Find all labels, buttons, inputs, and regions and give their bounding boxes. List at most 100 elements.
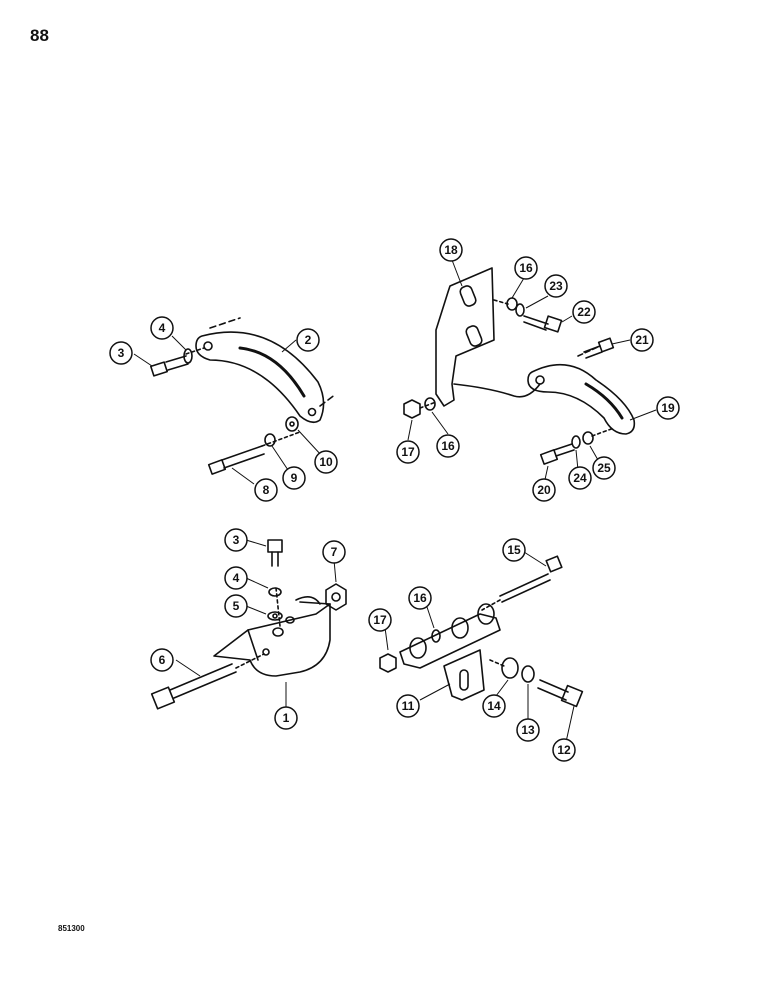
callout-number: 23: [549, 279, 563, 293]
callout-circle: [368, 608, 392, 632]
callout-circle: [516, 718, 540, 742]
bolt-vertical-ubracket: [267, 539, 283, 621]
callout-number: 15: [507, 543, 521, 557]
bolt-right-strap-lower: [539, 427, 615, 465]
callout-2: 2: [296, 328, 320, 352]
callout-5: 5: [224, 594, 248, 618]
callout-circle: [408, 586, 432, 610]
callout-4: 4: [150, 316, 174, 340]
callout-circle: [502, 538, 526, 562]
callout-number: 20: [537, 483, 551, 497]
callout-circle: [224, 528, 248, 552]
callout-12: 12: [552, 738, 576, 762]
callout-circle: [109, 341, 133, 365]
callout-circle: [552, 738, 576, 762]
callout-4: 4: [224, 566, 248, 590]
callout-17: 17: [396, 440, 420, 464]
callout-14: 14: [482, 694, 506, 718]
callout-number: 2: [305, 333, 312, 347]
u-bracket-part: [213, 587, 331, 677]
callout-17: 17: [368, 608, 392, 632]
callout-circle: [592, 456, 616, 480]
callout-number: 8: [263, 483, 270, 497]
callout-number: 9: [291, 471, 298, 485]
callout-9: 9: [282, 466, 306, 490]
nut-washer-left-of-bracket: [403, 397, 437, 419]
callout-circle: [296, 328, 320, 352]
callout-11: 11: [396, 694, 420, 718]
callout-circle: [322, 540, 346, 564]
callout-23: 23: [544, 274, 568, 298]
callout-circle: [150, 316, 174, 340]
callout-3: 3: [224, 528, 248, 552]
callout-number: 17: [373, 613, 387, 627]
callout-number: 21: [635, 333, 649, 347]
callout-circle: [274, 706, 298, 730]
callout-number: 16: [519, 261, 533, 275]
callout-circle: [396, 694, 420, 718]
lock-washer-upper-left: [183, 348, 193, 364]
callout-number: 5: [233, 599, 240, 613]
callout-22: 22: [572, 300, 596, 324]
hinge-nuts-washers: [379, 629, 584, 708]
callout-circle: [532, 478, 556, 502]
nut-ubracket: [325, 583, 347, 611]
drawing-code: 851300: [58, 924, 85, 933]
hinge-bracket-part: [399, 603, 501, 701]
callout-circle: [439, 238, 463, 262]
callout-number: 7: [331, 545, 338, 559]
callout-20: 20: [532, 478, 556, 502]
long-bolt-hinge: [481, 555, 563, 611]
callout-15: 15: [502, 538, 526, 562]
callout-16: 16: [408, 586, 432, 610]
callout-number: 17: [401, 445, 415, 459]
callout-circle: [630, 328, 654, 352]
callout-16: 16: [436, 434, 460, 458]
curved-strap-part: [195, 317, 337, 424]
callout-3: 3: [109, 341, 133, 365]
callout-number: 4: [233, 571, 240, 585]
callout-circle: [224, 594, 248, 618]
callout-number: 19: [661, 401, 675, 415]
callout-circle: [282, 466, 306, 490]
bolt-lower-strap: [207, 416, 301, 475]
callout-circle: [396, 440, 420, 464]
callout-number: 11: [402, 699, 415, 713]
callout-1: 1: [274, 706, 298, 730]
page-number: 88: [30, 26, 49, 45]
bolt-right-upper: [493, 297, 563, 333]
callout-number: 10: [319, 455, 333, 469]
callout-circle: [572, 300, 596, 324]
callout-number: 25: [597, 461, 611, 475]
callout-13: 13: [516, 718, 540, 742]
callout-19: 19: [656, 396, 680, 420]
callout-circle: [482, 694, 506, 718]
callout-circle: [314, 450, 338, 474]
callout-number: 12: [557, 743, 571, 757]
callout-number: 13: [521, 723, 535, 737]
callout-25: 25: [592, 456, 616, 480]
bolt-right-top: [583, 337, 615, 359]
callout-8: 8: [254, 478, 278, 502]
callout-24: 24: [568, 466, 592, 490]
callout-circle: [436, 434, 460, 458]
callout-number: 3: [118, 346, 125, 360]
callout-number: 22: [577, 305, 591, 319]
callout-number: 6: [159, 653, 166, 667]
callout-number: 24: [573, 471, 587, 485]
callout-circle: [254, 478, 278, 502]
callout-circle: [544, 274, 568, 298]
callout-16: 16: [514, 256, 538, 280]
callout-18: 18: [439, 238, 463, 262]
callout-10: 10: [314, 450, 338, 474]
callout-circle: [514, 256, 538, 280]
callout-6: 6: [150, 648, 174, 672]
callout-circle: [150, 648, 174, 672]
right-curved-strap-part: [527, 345, 636, 435]
callout-number: 18: [444, 243, 458, 257]
long-bolt-ubracket: [150, 653, 265, 710]
callout-7: 7: [322, 540, 346, 564]
callout-number: 14: [487, 699, 501, 713]
